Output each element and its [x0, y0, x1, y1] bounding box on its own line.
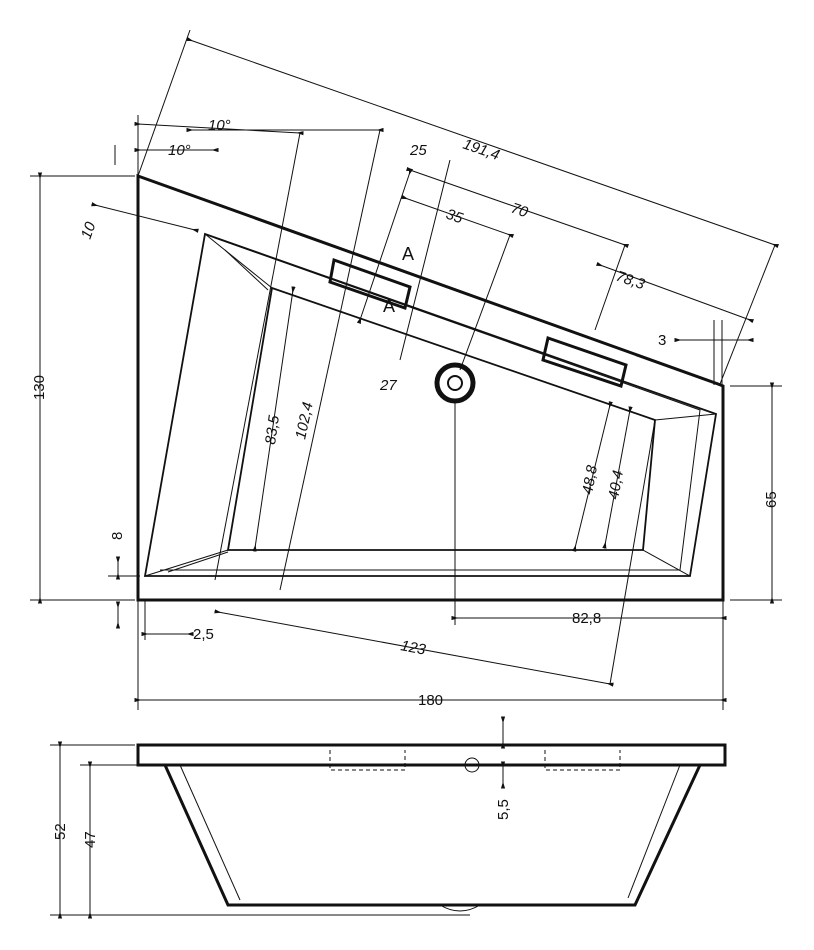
label-depth-right: 65 — [763, 491, 780, 508]
dimensions — [30, 29, 782, 710]
label-rim-bottom: 8 — [109, 532, 126, 540]
basin-edge — [204, 233, 273, 289]
label-angle-outer: 10° — [208, 117, 231, 134]
label-inner-height: 47 — [82, 831, 99, 848]
label-handle-offset: 35 — [444, 206, 466, 228]
side-body — [162, 763, 703, 907]
basin-edge — [144, 549, 229, 577]
basin-floor — [226, 286, 656, 551]
handle-right — [541, 336, 628, 388]
label-corner-step: 3 — [658, 332, 666, 349]
label-inner-depth-bottom: 83,5 — [262, 414, 283, 446]
label-inner-depth-top: 102,4 — [292, 401, 316, 441]
label-drain-offset: 27 — [379, 377, 397, 394]
label-overall-depth-left: 130 — [31, 375, 48, 400]
side-rim — [136, 743, 727, 767]
label-overflow-offset: 25 — [409, 142, 427, 159]
label-inner-depth-right-inner: 40,4 — [605, 469, 627, 501]
tub-outer-outline — [136, 173, 725, 602]
label-edge-offset: 2,5 — [193, 626, 214, 643]
label-angle-inner: 10° — [168, 142, 191, 159]
basin-edge — [167, 551, 229, 573]
label-drain-to-right: 82,8 — [572, 610, 601, 627]
side-drain — [439, 904, 481, 912]
basin-edge — [642, 549, 691, 577]
label-handle-to-corner: 78,3 — [614, 268, 648, 294]
label-inner-depth-right-outer: 48,8 — [579, 463, 601, 495]
label-drain-height: 5,5 — [495, 799, 512, 820]
basin-edge — [654, 413, 717, 421]
label-handle-spacing: 70 — [509, 200, 531, 222]
label-inner-diagonal: 123 — [399, 637, 427, 659]
section-mark-a-top: A — [402, 244, 414, 264]
dimension-labels: 10° 10° 25 191,4 70 35 78,3 3 10 130 83,… — [31, 117, 780, 848]
basin-edge — [224, 249, 269, 291]
label-rim-offset: 10 — [78, 219, 100, 241]
label-diagonal-length: 191,4 — [461, 136, 502, 164]
label-total-height: 52 — [52, 823, 69, 840]
section-mark-a-bottom: A — [383, 296, 395, 316]
handle-left — [328, 257, 412, 310]
overflow-icon — [464, 757, 480, 773]
drain-inner — [447, 375, 463, 391]
drain-icon — [434, 362, 476, 404]
label-overall-width: 180 — [418, 692, 443, 709]
tub-rim-line — [160, 237, 701, 571]
top-view — [136, 173, 725, 625]
side-view — [50, 716, 727, 919]
